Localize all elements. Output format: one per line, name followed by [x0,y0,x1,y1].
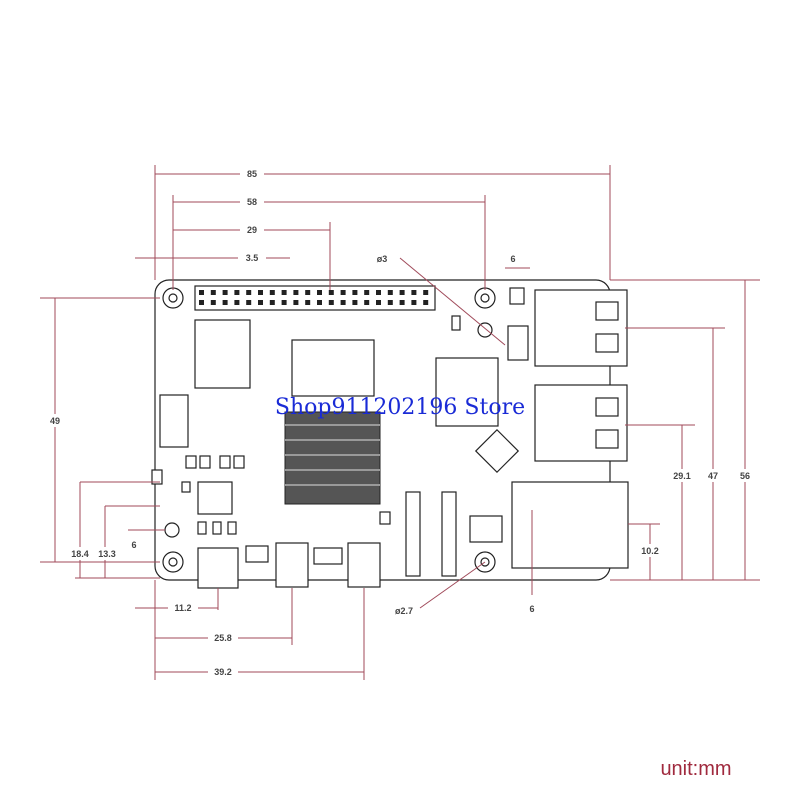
gpio-pin [364,290,370,295]
label-ethernet-offset-bottom: 6 [529,604,534,614]
dimension-lines [40,165,760,680]
label-ethernet-height: 10.2 [641,546,659,556]
unit-label: unit:mm [660,758,731,780]
pmic-chip [197,481,233,515]
store-watermark: Shop911202196 Store [275,395,525,420]
gpio-pin [199,300,204,305]
label-hdmi0-offset: 25.8 [214,633,232,643]
label-mount-hole-span-x: 58 [247,197,257,207]
gpio-pin [376,300,381,305]
gpio-pin [399,290,405,295]
gpio-pin [411,300,417,305]
gpio-pin [317,300,322,305]
rtc-connector [313,547,343,565]
gpio-pin [317,290,322,295]
dimension-labels: 85 58 29 3.5 ø3 6 49 18.4 13.3 6 11.2 25… [44,167,756,678]
gpio-pin [423,300,429,305]
gpio-pin [328,300,334,305]
label-hdmi-height: 13.3 [98,549,116,559]
gpio-pin [281,290,287,295]
gpio-pin [411,290,417,295]
gpio-pin [293,290,299,295]
ethernet-port [511,481,629,569]
gpio-pin [234,290,240,295]
gpio-pin [364,300,370,305]
usb-port-1 [534,289,628,367]
gpio-pin [269,300,275,305]
gpio-pin [234,300,240,305]
gpio-pin [305,290,311,295]
ethernet-phy-chip [474,428,520,474]
micro-hdmi-0 [275,542,309,588]
gpio-pin [258,290,263,295]
label-hole-diameter-top: ø3 [377,254,388,264]
label-audio-height: 18.4 [71,549,89,559]
gpio-pin [352,300,358,305]
label-board-length: 85 [247,169,257,179]
gpio-pin [423,290,429,295]
gpio-pin [399,300,405,305]
audio-jack-block [245,545,269,563]
camera-connector [405,491,421,577]
smd-components [151,287,529,538]
wireless-chip [291,339,375,397]
gpio-header [194,285,436,311]
display-connector [159,394,189,448]
micro-hdmi-1 [347,542,381,588]
label-mount-hole-span-y: 49 [50,416,60,426]
gpio-pin [281,300,287,305]
poe-header [469,515,503,543]
gpio-pin [258,300,263,305]
gpio-pin [328,290,334,295]
camera-connector-2 [441,491,457,577]
gpio-pin [210,300,216,305]
label-mount-hole-offset-x: 3.5 [246,253,259,263]
ram-chip [194,319,251,389]
gpio-pin [340,300,346,305]
gpio-pin [222,290,228,295]
mount-hole-bottom-left [162,551,184,573]
label-board-width: 56 [740,471,750,481]
label-hole-diameter-bottom: ø2.7 [395,606,413,616]
gpio-pin [269,290,275,295]
label-usbc-offset: 11.2 [174,603,191,613]
gpio-pin [222,300,228,305]
mount-hole-top-right [474,287,496,309]
gpio-pin [340,290,346,295]
gpio-pin [387,290,393,295]
gpio-pin [246,300,252,305]
usb-port-2 [534,384,628,462]
gpio-pin [305,300,311,305]
gpio-pin [246,290,252,295]
gpio-pin [210,290,216,295]
label-gpio-center: 29 [247,225,257,235]
label-usb-offset-top: 6 [510,254,515,264]
gpio-pin [199,290,204,295]
label-usb2-height: 29.1 [673,471,691,481]
soc-heatsink [284,411,381,505]
label-led-offset: 6 [131,540,136,550]
gpio-pin [387,300,393,305]
gpio-pin [352,290,358,295]
mount-hole-top-left [162,287,184,309]
label-hdmi1-offset: 39.2 [214,667,232,677]
gpio-pin [293,300,299,305]
usb-controller-chip [435,357,499,427]
gpio-pin [376,290,381,295]
label-usb1-height: 47 [708,471,718,481]
usbc-power-port [197,547,239,589]
